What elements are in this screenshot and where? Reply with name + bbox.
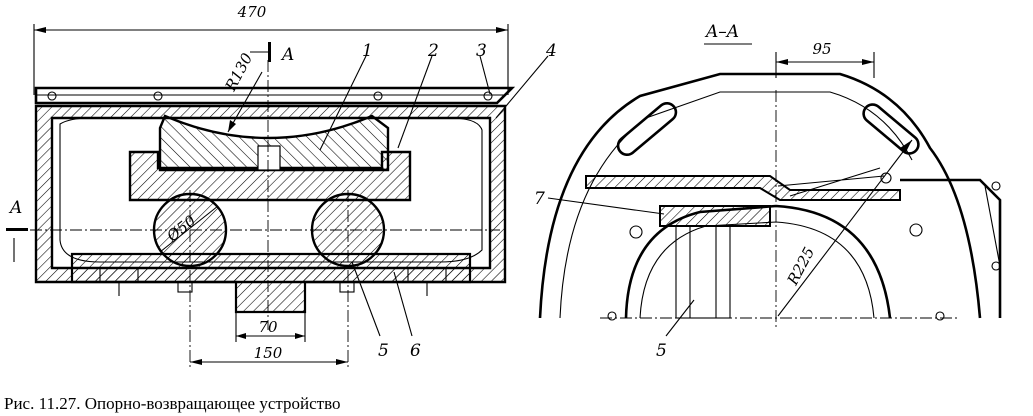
left-section-view: 4 70 bbox=[6, 3, 557, 368]
figure-caption: Рис. 11.27. Опорно-возвращающее устройст… bbox=[4, 394, 341, 413]
overall-width-label: 470 bbox=[237, 3, 267, 21]
roller-spacing-label: 150 bbox=[254, 344, 283, 362]
offset-label: 95 bbox=[812, 40, 831, 58]
callout-7: 7 bbox=[534, 189, 545, 209]
section-mark-top bbox=[250, 42, 271, 62]
callout-6: 6 bbox=[410, 341, 421, 361]
pivot-plate bbox=[585, 175, 901, 201]
section-mark-top-label: A bbox=[280, 45, 294, 65]
callout-4: 4 bbox=[545, 41, 557, 61]
base-casting bbox=[70, 252, 472, 314]
section-mark-side-label: A bbox=[8, 198, 22, 218]
overall-width-dimension bbox=[33, 24, 509, 95]
callout-3: 3 bbox=[476, 41, 487, 61]
spherical-seat bbox=[158, 114, 390, 172]
boss-width-label: 70 bbox=[258, 318, 278, 336]
callout-1: 1 bbox=[362, 41, 373, 61]
cover-plate bbox=[34, 86, 516, 105]
callout-5: 5 bbox=[378, 341, 389, 361]
section-title: A–A bbox=[704, 22, 739, 42]
base-bolts bbox=[99, 267, 447, 296]
outer-housing-arc bbox=[538, 72, 982, 319]
callout-2: 2 bbox=[427, 41, 439, 61]
callout-leaders bbox=[319, 55, 549, 337]
section-mark-side bbox=[6, 228, 28, 262]
radius-label: R225 bbox=[783, 244, 818, 289]
right-section-view: A–A 95 bbox=[534, 22, 1002, 361]
callout-5-right: 5 bbox=[656, 341, 667, 361]
